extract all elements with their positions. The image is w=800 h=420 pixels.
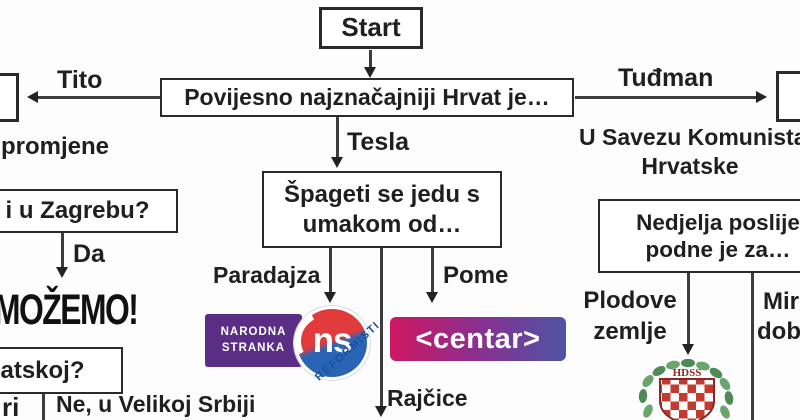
pome-answer-label: Pome [443, 262, 509, 289]
mir-fragment-label: Mir [763, 288, 799, 315]
arrowhead-down [682, 344, 694, 355]
promjene-fragment-label: promjene [1, 133, 110, 160]
arrowhead-down [324, 292, 336, 303]
hrvatske-label: Hrvatske [641, 153, 739, 179]
atskoj-question-box: atskoj? [0, 347, 123, 394]
arrow-line [380, 248, 383, 407]
arrow-line [38, 96, 160, 99]
spaghetti-question-line1: Špageti se jedu s [283, 181, 481, 209]
right-branch-line [751, 273, 754, 420]
plodove-zemlje-label: Plodove zemlje [575, 285, 685, 347]
tesla-branch-label: Tesla [347, 128, 410, 156]
hdss-shield [659, 378, 715, 420]
nedjelja-question-line1: Nedjelja poslije [636, 209, 800, 235]
zemlje-line: zemlje [593, 318, 667, 346]
centar-logo: <centar> [390, 317, 566, 361]
da-answer-label: Da [73, 240, 105, 268]
ns-monogram: ns [312, 321, 353, 360]
tito-branch-label: Tito [57, 66, 103, 94]
arrow-line [369, 50, 372, 68]
arrowhead-down [56, 267, 68, 278]
nedjelja-question-line2: podne je za… [645, 237, 791, 262]
left-cutoff-box [0, 73, 19, 122]
arrowhead-down [426, 292, 438, 303]
arrowhead-down [331, 157, 343, 168]
arrow-line [687, 273, 690, 345]
paradajza-answer-label: Paradajza [213, 262, 321, 288]
right-cutoff-box [776, 71, 800, 122]
arrow-line [336, 117, 339, 158]
start-box: Start [319, 7, 423, 49]
dob-fragment-label: dob [757, 318, 800, 345]
arrowhead-down [375, 406, 387, 417]
arrow-line [575, 96, 756, 99]
bottom-divider-line [42, 394, 45, 420]
arrowhead-left [27, 91, 38, 103]
spaghetti-question-box: Špageti se jedu s umakom od… [262, 171, 502, 248]
arrowhead-down [364, 67, 376, 78]
mozemo-logo: MOŽEMO! [0, 286, 139, 334]
hdss-logo: HDSS [638, 359, 734, 420]
rajcice-answer-label: Rajčice [387, 385, 468, 411]
hdss-wreath [638, 359, 734, 419]
tudman-branch-label: Tuđman [618, 64, 714, 92]
narodna-stranka-wordmark: NARODNA STRANKA [205, 314, 302, 367]
arrowhead-right [756, 91, 767, 103]
ne-velika-srbija-label: Ne, u Velikoj Srbiji [56, 391, 256, 417]
nedjelja-question-box: Nedjelja poslije podne je za… [598, 199, 800, 273]
spaghetti-question-line2: umakom od… [302, 210, 462, 238]
arrow-line [431, 248, 434, 293]
arrow-line [329, 248, 332, 293]
ri-fragment-label: ri [2, 392, 20, 420]
arrow-line [61, 233, 64, 268]
narodna-line: NARODNA [220, 325, 287, 338]
hdss-acronym: HDSS [673, 367, 702, 379]
zagreb-question-box: i u Zagrebu? [0, 189, 178, 233]
ns-monogram-circle: ns [294, 306, 370, 380]
plodove-line: Plodove [583, 287, 677, 314]
savez-komunista-label: U Savezu Komunista [579, 124, 800, 150]
stranka-line: STRANKA [221, 341, 286, 354]
main-question-box: Povijesno najznačajniji Hrvat je… [160, 78, 574, 117]
